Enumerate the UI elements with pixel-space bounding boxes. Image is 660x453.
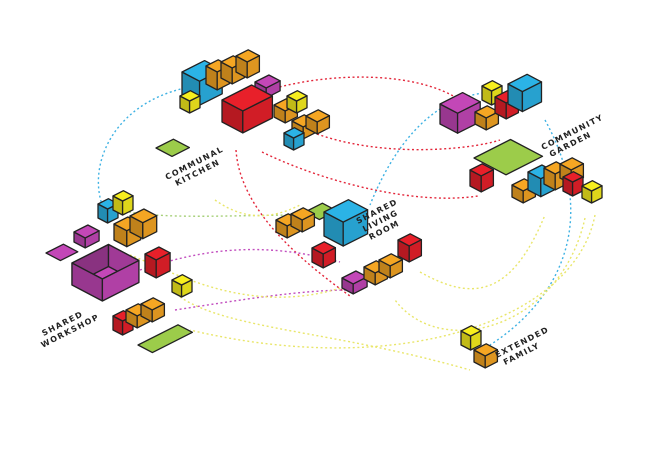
workshop-yellow-block [171, 274, 193, 298]
family-yellow-block [460, 325, 482, 351]
plate-surface [473, 138, 544, 176]
link-garden-family-blue [489, 119, 572, 346]
garden-green-plate [473, 138, 544, 176]
block-face-top [460, 325, 482, 337]
link-garden-workshop-yellow [189, 214, 596, 349]
workshop-red-block [144, 246, 171, 279]
link-living-garden-yellow [419, 214, 546, 290]
block-face-top [439, 91, 481, 114]
block-face-top [473, 343, 499, 357]
block-face-top [171, 274, 193, 286]
block-face-top [378, 253, 404, 267]
block-face-top [507, 73, 543, 93]
block-face-top [562, 171, 584, 183]
block-face-top [140, 297, 166, 311]
garden-red-block [469, 163, 495, 193]
kitchen-yellow-block [179, 90, 201, 114]
block-face-top [221, 84, 274, 112]
tray-face-front [101, 259, 140, 302]
living-orange-block [290, 207, 316, 233]
workshop-orange-block [140, 297, 166, 323]
link-kitchen-living-yellow [214, 199, 301, 217]
block-face-top [469, 163, 495, 177]
link-workshop-family-yellow [179, 296, 471, 371]
workshop-green-plate [137, 324, 194, 354]
workshop-blue-block [97, 198, 119, 224]
label-extended-family: EXTENDED FAMILY [494, 323, 559, 369]
kitchen-red-block [221, 84, 274, 134]
link-kitchen-workshop-blue [97, 87, 186, 213]
living-magenta-block [341, 270, 368, 295]
workshop-magenta-tray [71, 243, 140, 302]
block-face-top [481, 80, 503, 92]
workshop-magenta-plate [45, 243, 79, 262]
living-red-block [397, 233, 423, 263]
kitchen-green-plate [155, 138, 191, 158]
living-orange-block [378, 253, 404, 279]
link-workshop-living-yellow [129, 254, 351, 298]
living-blue-block [323, 199, 369, 247]
block-face-top [397, 233, 423, 247]
block-face-top [581, 180, 603, 192]
living-red-block [311, 241, 337, 269]
block-face-top [290, 207, 316, 221]
garden-red-small-block [562, 171, 584, 197]
kitchen-blue-small-block [283, 127, 305, 151]
block-face-top [305, 109, 331, 123]
block-face-top [559, 157, 585, 171]
garden-blue-block [507, 73, 543, 113]
family-orange-block [473, 343, 499, 369]
link-kitchen-garden-red [261, 76, 471, 109]
block-face-top [311, 241, 337, 255]
kitchen-orange-block [235, 49, 261, 79]
block-face-top [144, 246, 171, 261]
workshop-yellow-block [112, 190, 134, 216]
workshop-orange-block [129, 208, 158, 240]
kitchen-orange-block [305, 109, 331, 135]
plate-surface [137, 324, 194, 354]
label-shared-workshop: SHARED WORKSHOP [35, 303, 101, 349]
block-face-top [112, 190, 134, 202]
link-kitchen-garden-mid-red [299, 126, 501, 151]
link-workshop-living-green [119, 209, 306, 217]
plate-surface [45, 243, 79, 262]
block-face-top [283, 127, 305, 139]
block-face-top [286, 90, 308, 102]
kitchen-yellow-block [286, 90, 308, 114]
link-workshop-living-low-magenta [174, 289, 351, 311]
building-blocks [45, 49, 603, 369]
block-face-top [254, 74, 281, 89]
link-kitchen-garden-low-red [261, 151, 479, 199]
garden-yellow-block [581, 180, 603, 204]
workshop-red-small-block [112, 310, 134, 336]
plate-surface [155, 138, 191, 158]
label-community-garden: COMMUNITY GARDEN [540, 111, 614, 161]
block-face-top [73, 224, 100, 239]
link-garden-living-yellow [394, 217, 586, 331]
block-face-top [323, 199, 369, 223]
block-face-top [129, 208, 158, 224]
block-face-top [179, 90, 201, 102]
workshop-magenta-block [73, 224, 100, 249]
garden-magenta-block [439, 91, 481, 134]
block-face-top [235, 49, 261, 63]
